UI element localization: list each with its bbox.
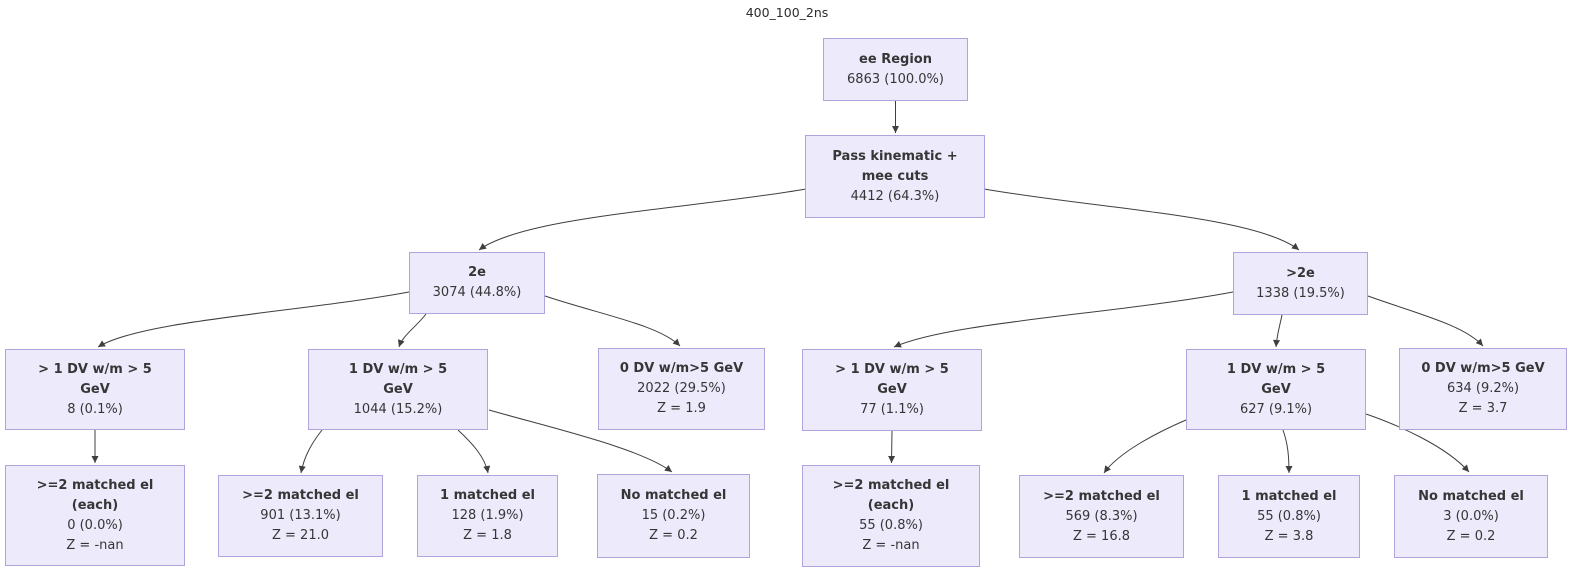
node-label: 1 matched el xyxy=(440,488,535,503)
node-count: 128 (1.9%) xyxy=(451,508,524,523)
edge-gt2e-1dv-to-nm xyxy=(1365,413,1470,473)
edge-2e-to-0dv xyxy=(544,295,681,347)
node-zscore: Z = 1.8 xyxy=(463,528,512,543)
node-label: 1 DV w/m > 5 xyxy=(348,361,448,377)
diagram-title: 400_100_2ns xyxy=(745,5,829,20)
edge-gt2e-gt1dv-to-leaf xyxy=(888,430,896,464)
node-label: 0 DV w/m>5 GeV xyxy=(1421,361,1545,376)
node-count: 3074 (44.8%) xyxy=(432,285,522,300)
node-zscore: Z = -nan xyxy=(862,538,920,553)
node-count: 0 (0.0%) xyxy=(67,517,123,533)
node-count: 55 (0.8%) xyxy=(1257,508,1321,524)
node-zscore: Z = 1.9 xyxy=(657,401,706,416)
node-count: 627 (9.1%) xyxy=(1239,401,1313,417)
node-count: 634 (9.2%) xyxy=(1446,381,1520,396)
node-gt2e-ge2-matched: >=2 matched el 569 (8.3%) Z = 16.8 xyxy=(1019,475,1184,558)
node-label: GeV xyxy=(80,381,110,397)
node-zscore: Z = 3.8 xyxy=(1264,528,1314,544)
node-count: 15 (0.2%) xyxy=(641,508,706,523)
node-count: 569 (8.3%) xyxy=(1065,508,1138,524)
node-label: 2e xyxy=(468,265,486,280)
edge-gt2e-1dv-to-1m xyxy=(1282,429,1293,474)
node-label: >=2 matched el xyxy=(1043,488,1160,504)
node-count: 3 (0.0%) xyxy=(1443,508,1499,524)
edge-2e-1dv-to-1m xyxy=(457,429,491,474)
node-gt-2e: >2e 1338 (19.5%) xyxy=(1233,252,1368,315)
node-label: > 1 DV w/m > 5 xyxy=(835,362,949,377)
node-label: GeV xyxy=(877,382,907,397)
node-gt2e-ge2-matched-each: >=2 matched el (each) 55 (0.8%) Z = -nan xyxy=(802,465,980,567)
node-zscore: Z = 3.7 xyxy=(1458,401,1508,416)
edge-gt2e-to-gt1dv xyxy=(893,291,1234,348)
node-zscore: Z = -nan xyxy=(66,537,124,553)
node-2e-gt1-dv: > 1 DV w/m > 5 GeV 8 (0.1%) xyxy=(5,349,185,430)
edge-2e-to-gt1dv xyxy=(97,291,410,348)
node-label: >=2 matched el xyxy=(242,488,359,503)
node-label: (each) xyxy=(71,497,119,513)
node-count: 6863 (100.0%) xyxy=(847,71,944,87)
edge-gt2e-1dv-to-ge2 xyxy=(1103,419,1187,474)
node-label: No matched el xyxy=(620,488,727,503)
node-count: 2022 (29.5%) xyxy=(637,381,726,396)
node-count: 4412 (64.3%) xyxy=(850,188,940,204)
edge-2e-1dv-to-nm xyxy=(488,409,673,473)
node-count: 8 (0.1%) xyxy=(67,401,123,417)
node-label: GeV xyxy=(383,381,413,397)
node-count: 901 (13.1%) xyxy=(260,508,341,523)
node-gt2e-1-dv: 1 DV w/m > 5 GeV 627 (9.1%) xyxy=(1186,349,1366,430)
node-label: mee cuts xyxy=(861,168,929,184)
node-2e-ge2-matched-each: >=2 matched el (each) 0 (0.0%) Z = -nan xyxy=(5,465,185,566)
edge-pass-to-gt2e xyxy=(983,188,1300,251)
node-gt2e-1-matched: 1 matched el 55 (0.8%) Z = 3.8 xyxy=(1218,475,1360,558)
node-label: 1 matched el xyxy=(1241,488,1337,504)
node-label: >=2 matched el xyxy=(832,478,950,493)
node-label: >=2 matched el xyxy=(36,477,154,493)
node-gt2e-0-dv: 0 DV w/m>5 GeV 634 (9.2%) Z = 3.7 xyxy=(1399,348,1567,430)
node-label: >2e xyxy=(1286,265,1315,281)
node-count: 77 (1.1%) xyxy=(860,402,924,417)
node-count: 1044 (15.2%) xyxy=(353,401,443,417)
node-2e: 2e 3074 (44.8%) xyxy=(409,252,545,314)
node-label: GeV xyxy=(1261,381,1291,397)
node-zscore: Z = 16.8 xyxy=(1072,528,1130,544)
edge-pass-to-2e xyxy=(478,188,807,251)
node-count: 1338 (19.5%) xyxy=(1256,285,1345,301)
node-label: > 1 DV w/m > 5 xyxy=(38,361,152,377)
node-2e-no-matched: No matched el 15 (0.2%) Z = 0.2 xyxy=(597,474,750,558)
node-label: Pass kinematic + xyxy=(832,148,958,164)
node-label: No matched el xyxy=(1418,488,1524,504)
node-gt2e-gt1-dv: > 1 DV w/m > 5 GeV 77 (1.1%) xyxy=(802,349,982,431)
edge-gt2e-to-1dv xyxy=(1273,314,1283,348)
node-2e-1-matched: 1 matched el 128 (1.9%) Z = 1.8 xyxy=(417,475,558,557)
node-zscore: Z = 0.2 xyxy=(649,528,698,543)
node-gt2e-no-matched: No matched el 3 (0.0%) Z = 0.2 xyxy=(1394,475,1548,558)
node-2e-1-dv: 1 DV w/m > 5 GeV 1044 (15.2%) xyxy=(308,349,488,430)
node-label: 1 DV w/m > 5 xyxy=(1226,361,1326,377)
edge-2e-1dv-to-ge2 xyxy=(298,429,323,474)
node-zscore: Z = 0.2 xyxy=(1446,528,1496,544)
node-label: ee Region xyxy=(859,51,932,67)
node-zscore: Z = 21.0 xyxy=(271,528,329,543)
edge-2e-to-1dv xyxy=(397,313,427,348)
edge-gt2e-to-0dv xyxy=(1367,295,1484,347)
node-count: 55 (0.8%) xyxy=(859,518,923,533)
node-pass-kinematic-mee-cuts: Pass kinematic + mee cuts 4412 (64.3%) xyxy=(805,135,985,218)
node-ee-region: ee Region 6863 (100.0%) xyxy=(823,38,968,101)
node-2e-0-dv: 0 DV w/m>5 GeV 2022 (29.5%) Z = 1.9 xyxy=(598,348,765,430)
node-label: (each) xyxy=(867,498,915,513)
node-label: 0 DV w/m>5 GeV xyxy=(619,361,744,376)
node-2e-ge2-matched: >=2 matched el 901 (13.1%) Z = 21.0 xyxy=(218,475,383,557)
